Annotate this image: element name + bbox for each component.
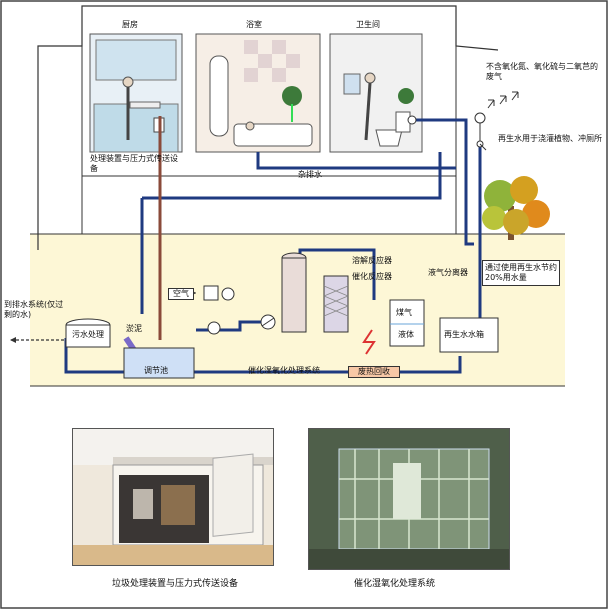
bathroom-room bbox=[195, 33, 321, 153]
to-drain-label: 到排水系统(仅过剩的水) bbox=[4, 300, 64, 319]
reclaimed-use-label: 再生水用于浇灌植物、冲厕所 bbox=[498, 134, 602, 143]
air-box: 空气 bbox=[168, 288, 194, 300]
room-kitchen-label: 厨房 bbox=[122, 20, 138, 29]
exhaust-label: 不含氧化氮、氧化硫与二氧芑的废气 bbox=[486, 62, 598, 81]
exhaust-arrows bbox=[487, 91, 519, 109]
caption-disposer: 垃圾处理装置与压力式传送设备 bbox=[112, 579, 239, 589]
adjust-tank-label: 调节池 bbox=[144, 366, 168, 375]
adjust-tank bbox=[123, 347, 195, 379]
sewage-label: 污水处理 bbox=[72, 330, 104, 339]
catalytic-reactor-label: 催化反应器 bbox=[352, 272, 392, 281]
tree bbox=[482, 176, 550, 240]
misc-drain-label: 杂排水 bbox=[298, 170, 322, 179]
reclaimed-tank bbox=[439, 317, 499, 353]
photo-cwao bbox=[308, 428, 510, 570]
catalytic-reactor bbox=[323, 275, 349, 333]
reclaimed-tank-label: 再生水水箱 bbox=[444, 330, 484, 339]
dissolve-reactor-label: 溶解反应器 bbox=[352, 256, 392, 265]
heat-recovery-box: 废热回收 bbox=[348, 366, 400, 378]
room-toilet-label: 卫生间 bbox=[356, 20, 380, 29]
gas-label: 煤气 bbox=[396, 308, 412, 317]
sewage-tank bbox=[65, 324, 111, 348]
toilet-room bbox=[329, 33, 423, 153]
gas-liquid-sep-label: 液气分离器 bbox=[428, 268, 468, 277]
gas-liquid-separator bbox=[389, 299, 425, 347]
heat-arrow bbox=[362, 329, 376, 355]
liquid-label: 液体 bbox=[398, 330, 414, 339]
disposer-label: 处理装置与压力式传送设备 bbox=[90, 154, 178, 173]
sludge-label: 淤泥 bbox=[126, 324, 142, 333]
kitchen-room bbox=[89, 33, 183, 153]
caption-cwao: 催化湿氧化处理系统 bbox=[354, 579, 436, 589]
photo-disposer bbox=[72, 428, 274, 566]
saving-box: 通过使用再生水节约20%用水量 bbox=[482, 260, 560, 286]
cwao-system-label: 催化湿氧化处理系统 bbox=[248, 366, 320, 375]
dissolve-reactor bbox=[281, 257, 307, 333]
room-bath-label: 浴室 bbox=[246, 20, 262, 29]
